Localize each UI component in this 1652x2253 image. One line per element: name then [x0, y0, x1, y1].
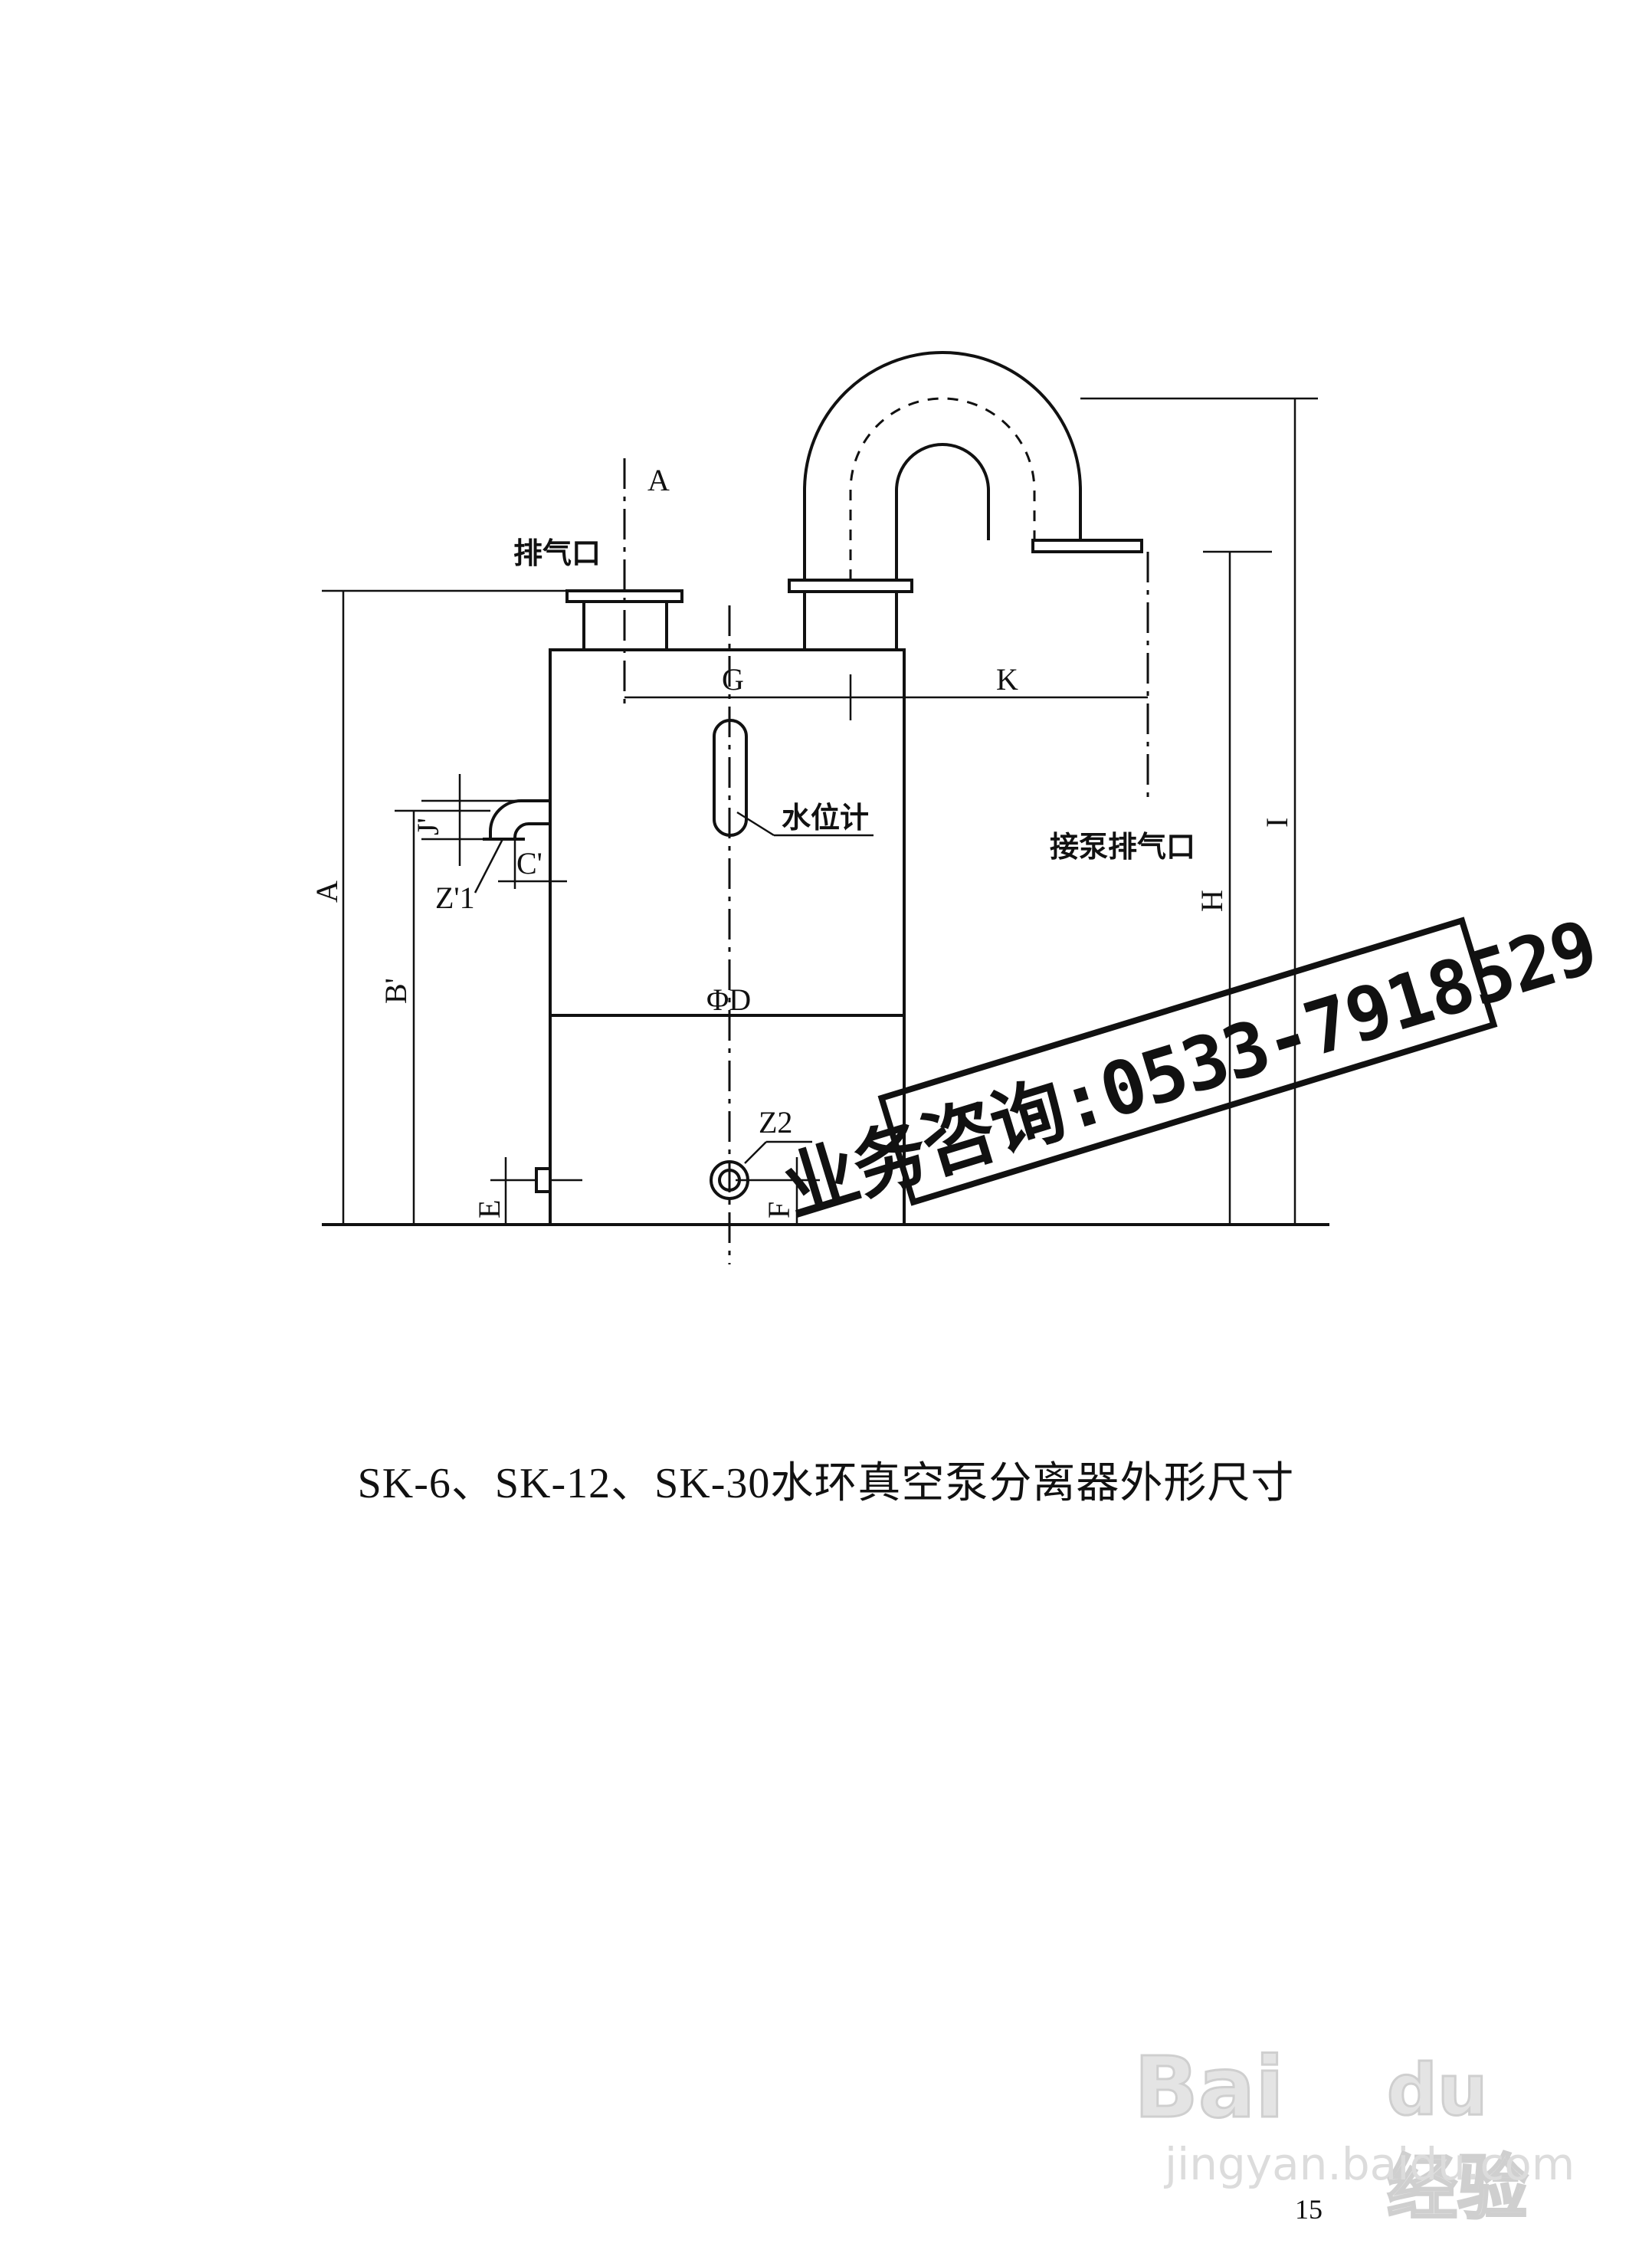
label-K: K [996, 662, 1018, 697]
page-number: 15 [1295, 2194, 1323, 2225]
label-E: E [472, 1200, 506, 1218]
watermark-logo-a: Bai [1133, 2038, 1286, 2138]
drain-stub [535, 1167, 552, 1193]
label-D: ΦD [706, 982, 751, 1017]
label-F: F [762, 1202, 796, 1218]
baidu-watermark: Bai du经验 jingyan.baidu.com [1133, 2038, 1575, 2231]
label-Z2: Z2 [759, 1105, 792, 1140]
watermark-url: jingyan.baidu.com [1165, 2138, 1575, 2190]
label-A-side: A [310, 881, 344, 903]
label-water-gauge: 水位计 [782, 801, 869, 835]
label-H: H [1195, 890, 1229, 912]
water-gauge [713, 719, 748, 837]
label-pump-exhaust-port: 接泵排气口 [1050, 830, 1195, 864]
label-I: I [1260, 818, 1294, 828]
water-gauge-leader [736, 811, 775, 837]
watermark-logo-b: du经验 [1386, 2048, 1529, 2231]
label-C: C' [516, 846, 542, 881]
label-J: J' [411, 818, 445, 835]
figure-caption: SK-6、SK-12、SK-30水环真空泵分离器外形尺寸 [357, 1460, 1295, 1507]
label-B: B' [379, 978, 413, 1004]
label-A-top: A [647, 463, 670, 497]
label-exhaust-port: 排气口 [513, 536, 601, 570]
vessel-body [549, 648, 906, 1226]
label-Z1: Z'1 [435, 881, 475, 915]
u-pipe [788, 351, 1149, 805]
label-G: G [722, 662, 744, 697]
